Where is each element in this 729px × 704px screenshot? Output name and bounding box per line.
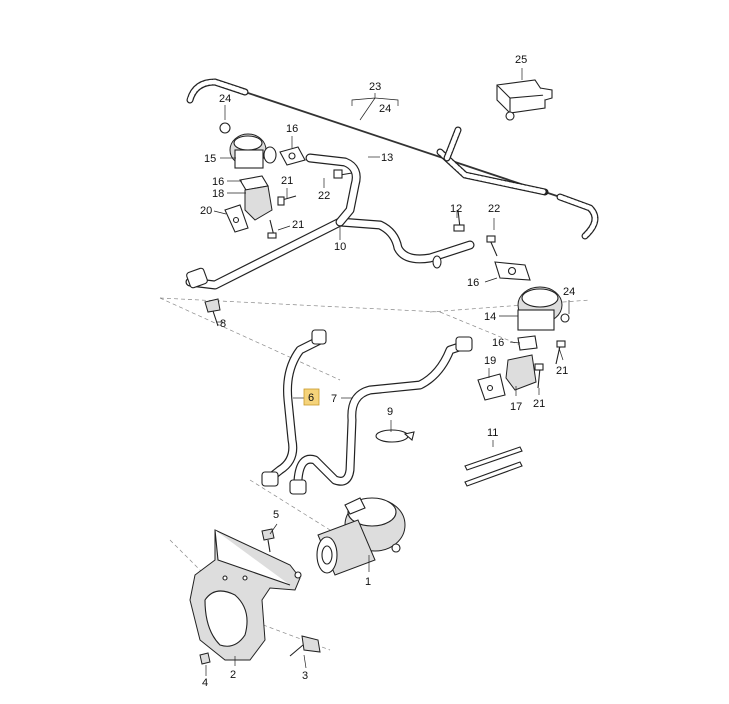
label-19: 19 [484, 355, 496, 367]
pipe-10 [185, 153, 475, 290]
label-21c: 21 [556, 365, 568, 377]
label-3: 3 [302, 670, 308, 682]
label-14: 14 [484, 311, 496, 323]
right-valve [453, 209, 570, 401]
clamp-9 [375, 429, 415, 443]
nut-4 [199, 652, 211, 665]
label-22b: 22 [488, 203, 500, 215]
highlight-box-6 [303, 388, 320, 406]
label-13: 13 [381, 152, 393, 164]
label-11: 11 [487, 427, 498, 439]
label-24c: 24 [563, 286, 575, 298]
label-16d: 16 [492, 337, 504, 349]
bolt-5 [261, 528, 275, 553]
label-22a: 22 [318, 190, 330, 202]
label-17: 17 [510, 401, 522, 413]
upper-left-valve [219, 122, 353, 239]
label-23: 23 [369, 81, 381, 93]
label-5: 5 [273, 509, 279, 521]
label-20: 20 [200, 205, 212, 217]
label-12: 12 [450, 203, 462, 215]
bolt-8 [204, 298, 221, 327]
label-24a: 24 [379, 103, 391, 115]
bracket-2 [189, 529, 302, 661]
leader-lines [205, 68, 570, 676]
hose-7 [289, 336, 473, 495]
label-15: 15 [204, 153, 216, 165]
callout-labels: 1 2 3 4 5 6 7 8 9 10 11 12 13 14 15 16 1… [200, 54, 575, 689]
label-18: 18 [212, 188, 224, 200]
label-21b: 21 [292, 219, 304, 231]
label-16a: 16 [286, 123, 298, 135]
label-21d: 21 [533, 398, 545, 410]
hose-6 [261, 329, 327, 487]
label-4: 4 [202, 677, 208, 689]
cable-ties-11 [464, 446, 523, 487]
label-9: 9 [387, 406, 393, 418]
label-16c: 16 [467, 277, 479, 289]
vacuum-line [186, 78, 599, 240]
bolt-3 [289, 635, 321, 657]
label-8: 8 [220, 318, 226, 330]
relay-component [496, 79, 553, 121]
label-24b: 24 [219, 93, 231, 105]
label-2: 2 [230, 669, 236, 681]
label-10: 10 [334, 241, 346, 253]
label-7: 7 [331, 393, 337, 405]
air-pump-1 [316, 497, 406, 576]
label-21a: 21 [281, 175, 293, 187]
label-6: 6 [308, 392, 314, 404]
label-1: 1 [365, 576, 371, 588]
label-16b: 16 [212, 176, 224, 188]
label-25: 25 [515, 54, 527, 66]
